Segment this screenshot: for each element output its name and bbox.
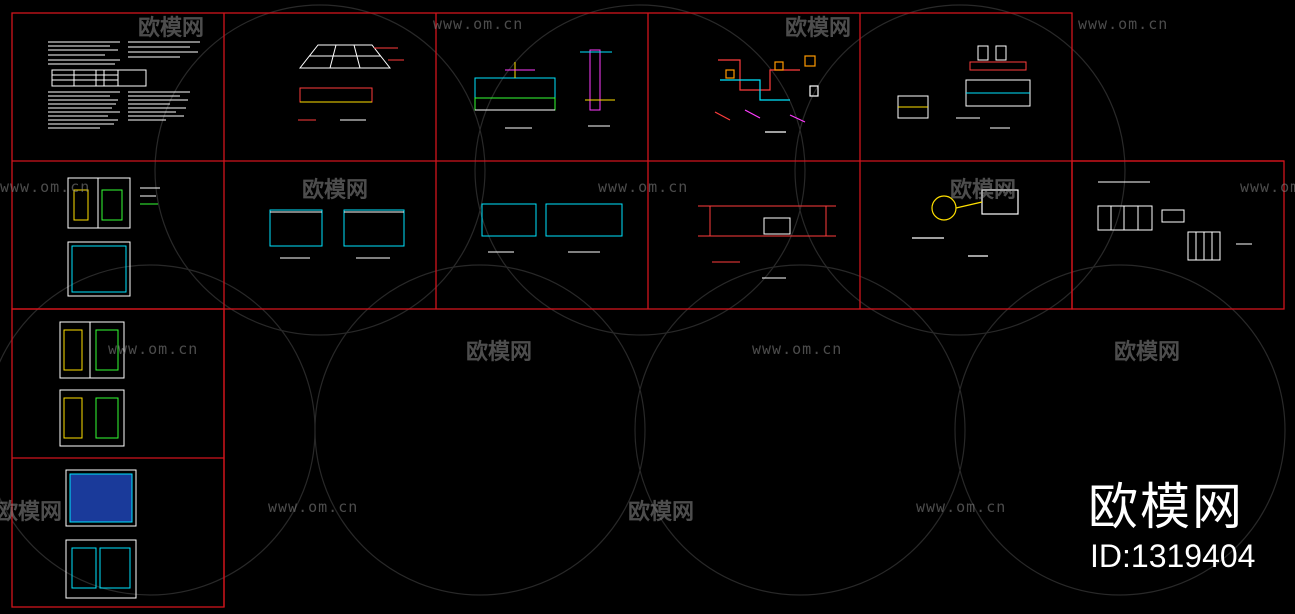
sheet-wall-elevation	[698, 205, 836, 279]
watermark-url: www.om.cn	[268, 498, 359, 516]
sheet-floor-plans	[59, 177, 160, 599]
watermark-url: www.om.cn	[1078, 15, 1169, 33]
watermark-brand: 欧模网	[0, 500, 63, 525]
sheet-section-details	[474, 49, 615, 129]
watermark-brand: 欧模网	[138, 16, 205, 41]
watermark-brand: 欧模网	[785, 16, 852, 41]
watermark-brand: 欧模网	[1114, 340, 1181, 365]
sheet-elevation-detail	[897, 45, 1031, 129]
watermark-url: www.om.cn	[1240, 178, 1295, 196]
sheet-foundation-sections	[269, 203, 623, 259]
watermark-url: www.om.cn	[0, 178, 91, 196]
brand-id: ID:1319404	[1090, 538, 1256, 574]
sheet-ceiling-grid	[298, 44, 404, 121]
watermark-url: www.om.cn	[108, 340, 199, 358]
watermark-url: www.om.cn	[433, 15, 524, 33]
watermark-url: www.om.cn	[752, 340, 843, 358]
watermark-url: www.om.cn	[916, 498, 1007, 516]
watermark-url: www.om.cn	[598, 178, 689, 196]
watermark-brand: 欧模网	[302, 178, 369, 203]
watermark-brand: 欧模网	[950, 178, 1017, 203]
sheet-pipe-detail	[912, 189, 1019, 257]
sheet-general-notes	[48, 41, 200, 129]
brand-name: 欧模网	[1088, 478, 1244, 536]
sheet-structural-detail	[1097, 181, 1252, 261]
sheet-frames	[11, 12, 1285, 608]
watermark-brand: 欧模网	[466, 340, 533, 365]
sheet-piping-system	[714, 55, 819, 133]
watermark-brand: 欧模网	[628, 500, 695, 525]
watermark-circles	[0, 4, 1286, 596]
